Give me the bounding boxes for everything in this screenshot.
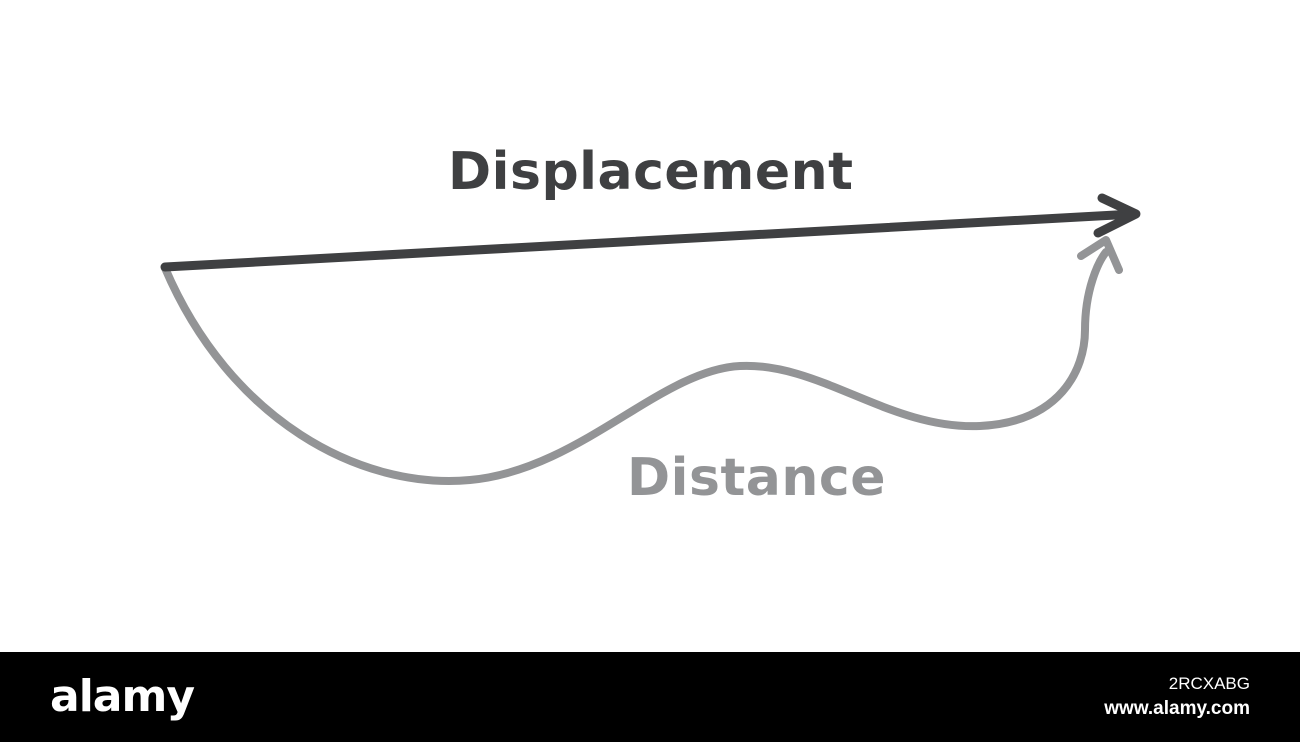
footer-logo: alamy [50, 671, 195, 722]
displacement-arrowhead [1093, 193, 1141, 238]
watermark-footer: alamy 2RCXABG www.alamy.com [0, 652, 1300, 742]
displacement-label: Displacement [448, 142, 854, 202]
diagram-canvas [160, 193, 1141, 485]
distance-label: Distance [627, 448, 886, 508]
footer-image-id: 2RCXABG [1168, 674, 1250, 693]
distance-path [161, 248, 1110, 485]
footer-site: www.alamy.com [1104, 698, 1250, 719]
distance-arrowhead [1077, 236, 1123, 274]
displacement-vector [160, 209, 1139, 272]
